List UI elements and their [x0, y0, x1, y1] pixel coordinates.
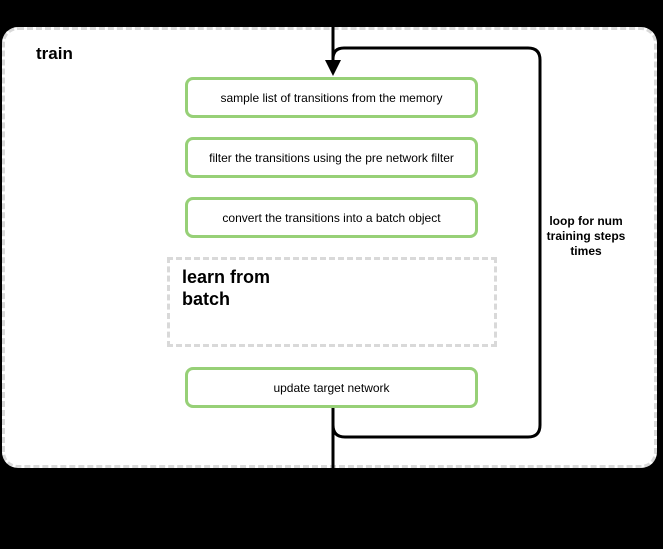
flow-node-filter-transitions: filter the transitions using the pre net… — [185, 137, 478, 178]
loop-annotation-label: loop for num training steps times — [546, 214, 626, 258]
subprocess-learn-from-batch: learn from batch — [167, 257, 497, 347]
flow-node-sample-transitions: sample list of transitions from the memo… — [185, 77, 478, 118]
flow-node-update-target-network: update target network — [185, 367, 478, 408]
subprocess-label: learn from batch — [182, 267, 271, 309]
flow-node-convert-to-batch: convert the transitions into a batch obj… — [185, 197, 478, 238]
train-group-title: train — [36, 44, 73, 63]
